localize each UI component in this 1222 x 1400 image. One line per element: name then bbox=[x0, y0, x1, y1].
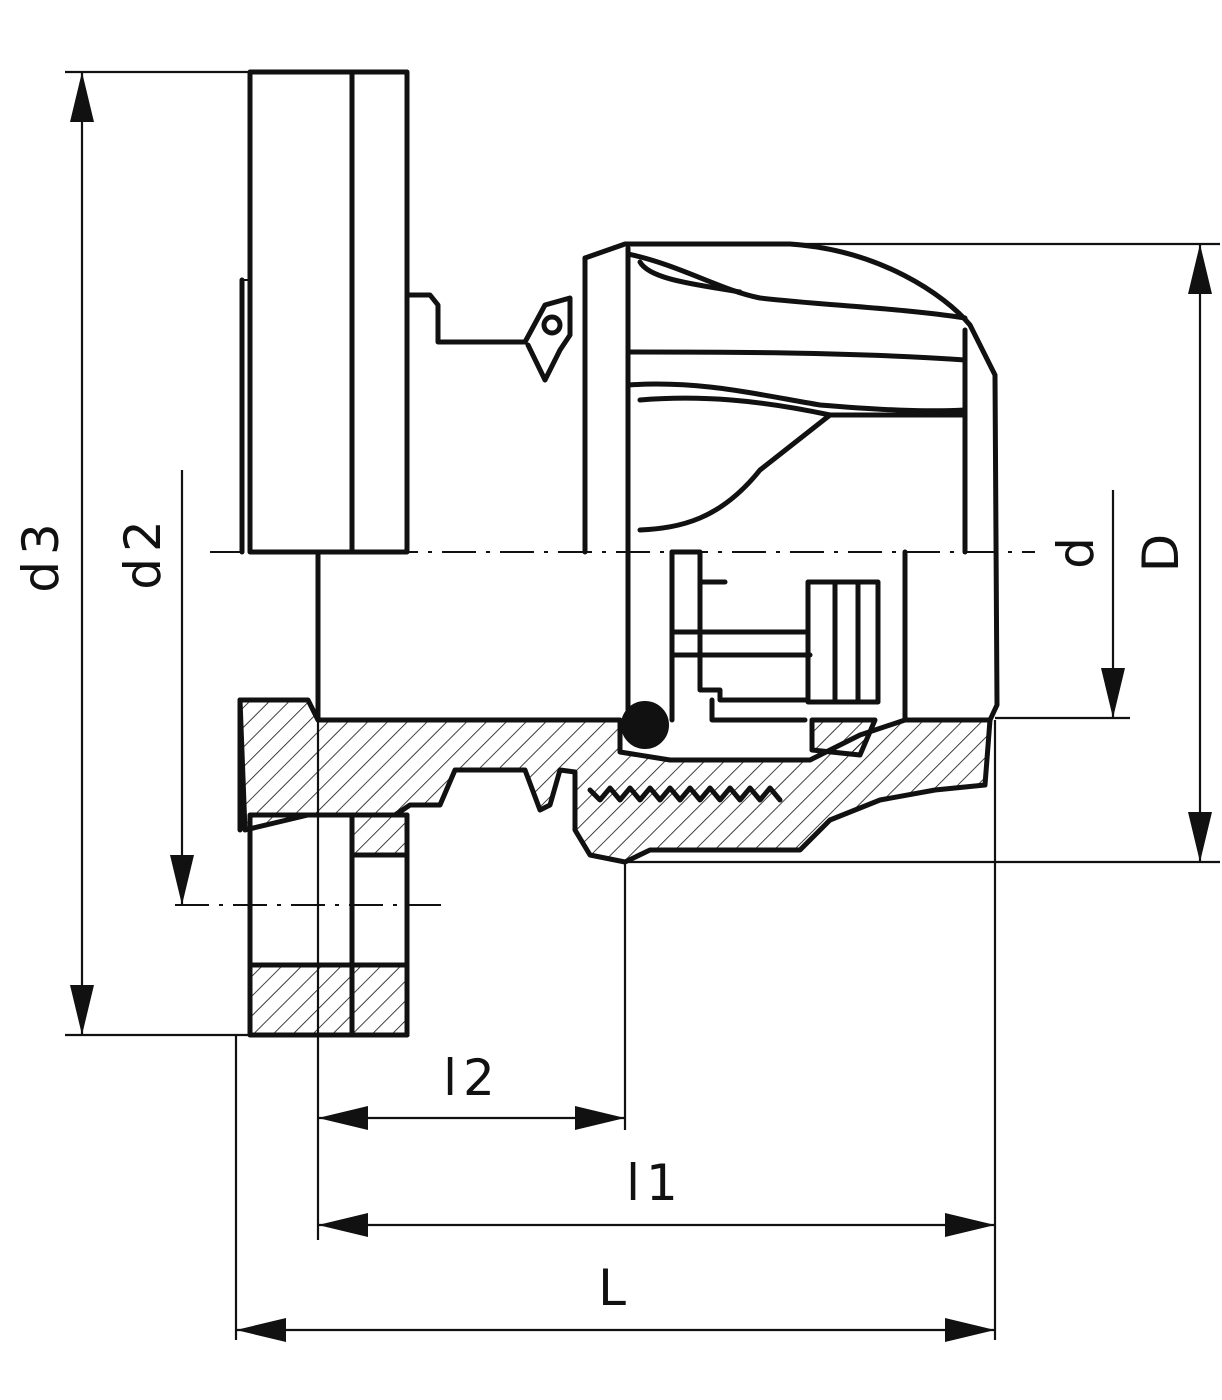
label-L: L bbox=[598, 1259, 632, 1317]
grip-ring bbox=[621, 549, 881, 758]
label-l2: l2 bbox=[443, 1049, 501, 1107]
label-d3: d3 bbox=[12, 517, 70, 593]
connecting-stem bbox=[404, 292, 573, 383]
union-nut bbox=[582, 241, 1000, 723]
dimension-lines bbox=[65, 70, 1220, 1342]
flange bbox=[239, 69, 410, 555]
o-ring bbox=[621, 701, 669, 749]
adaptor-body bbox=[237, 552, 993, 865]
label-d: d bbox=[1047, 531, 1105, 569]
label-d2: d2 bbox=[114, 514, 172, 590]
dimension-labels: d3 d2 d D l2 l1 L bbox=[12, 514, 1190, 1317]
label-l1: l1 bbox=[626, 1154, 684, 1212]
label-D: D bbox=[1132, 528, 1190, 573]
centerlines bbox=[175, 551, 1035, 906]
